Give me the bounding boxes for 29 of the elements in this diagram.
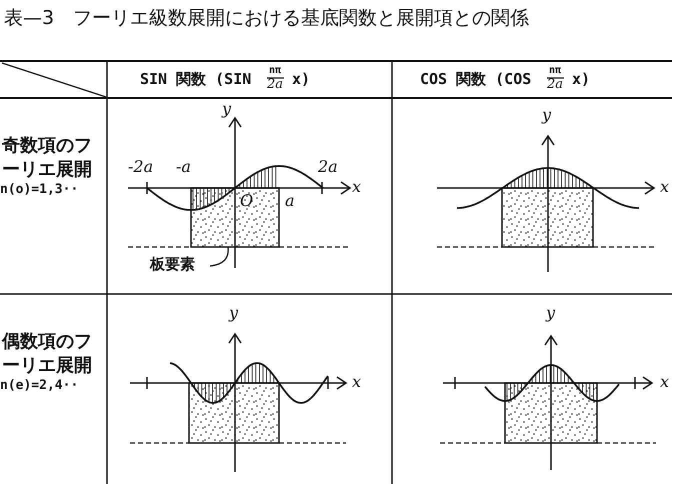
- row-index-range: n(o)=1,3··: [0, 183, 78, 198]
- axis-label: x: [352, 373, 362, 391]
- fraction-numerator: nπ: [549, 65, 562, 76]
- row-header: 偶数項のフーリエ展開: [2, 330, 93, 378]
- plate-element-label: 板要素: [150, 256, 195, 272]
- fraction-denominator: 2a: [547, 78, 564, 92]
- column-header: x): [292, 71, 310, 88]
- axis-label: y: [542, 106, 552, 124]
- tick-label: a: [285, 192, 295, 210]
- column-header: x): [572, 71, 590, 88]
- origin-label: O: [240, 192, 254, 210]
- axis-label: y: [229, 304, 238, 322]
- axis-label: x: [660, 373, 670, 391]
- stippled-plate-rect: [190, 187, 280, 248]
- tick-label: -a: [176, 158, 191, 176]
- axis-label: x: [660, 178, 670, 196]
- column-header: COS 関数 (COS: [420, 71, 532, 88]
- column-header: SIN 関数 (SIN: [140, 71, 252, 88]
- tick-label: -2a: [128, 158, 154, 176]
- row-index-range: n(e)=2,4··: [0, 379, 78, 394]
- axis-label: x: [352, 178, 362, 196]
- fraction-denominator: 2a: [267, 78, 284, 92]
- table-title: 表—3 フーリエ級数展開における基底関数と展開項との関係: [4, 8, 530, 29]
- tick-label: 2a: [318, 158, 338, 176]
- row-header: 奇数項のフーリエ展開: [2, 134, 93, 182]
- leader-line: [210, 246, 229, 267]
- fraction-numerator: nπ: [269, 65, 282, 76]
- axis-label: y: [546, 304, 556, 322]
- axis-label: y: [222, 100, 232, 118]
